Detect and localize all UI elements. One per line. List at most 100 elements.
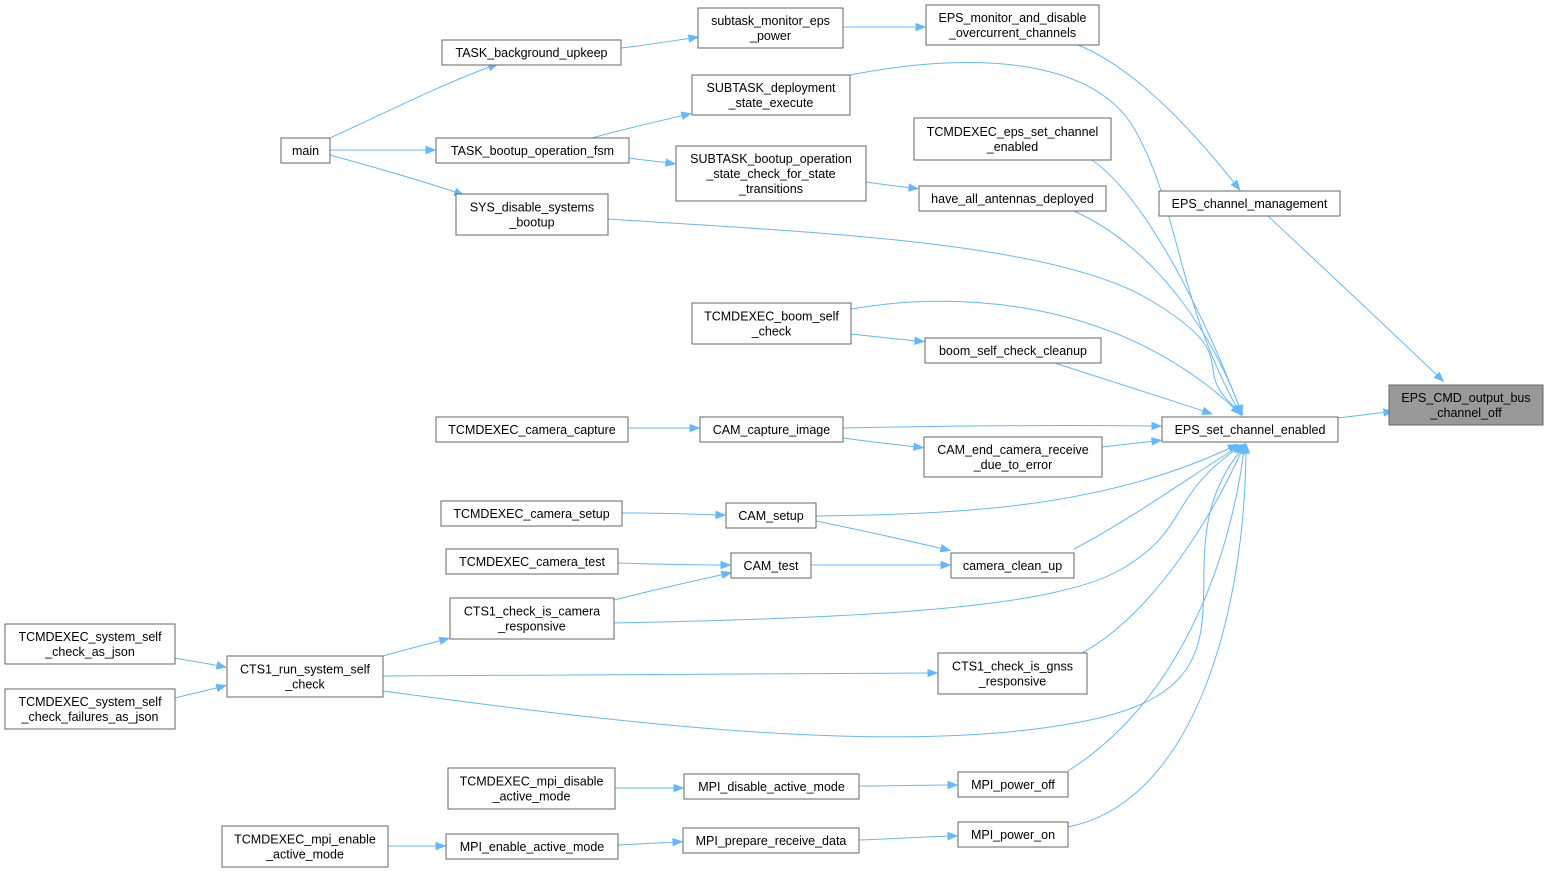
node-label: _overcurrent_channels [948, 26, 1076, 40]
node-label: camera_clean_up [963, 559, 1062, 573]
node-box [440, 500, 623, 527]
node-box [435, 137, 630, 164]
node-box [226, 655, 384, 698]
arrowhead-icon [947, 831, 959, 841]
node-box [913, 117, 1112, 161]
node-label: _check [284, 678, 325, 692]
node-box [691, 74, 851, 116]
node-boom-cleanup[interactable]: boom_self_check_cleanup [924, 337, 1102, 364]
node-box [675, 145, 867, 202]
node-task-bootup[interactable]: TASK_bootup_operation_fsm [435, 137, 630, 164]
node-label: _check_as_json [44, 645, 135, 659]
node-tcm-eps-set[interactable]: TCMDEXEC_eps_set_channel_enabled [913, 117, 1112, 161]
node-root[interactable]: EPS_CMD_output_bus_channel_off [1388, 384, 1544, 426]
node-eps-mgmt[interactable]: EPS_channel_management [1158, 190, 1341, 217]
node-box [1158, 190, 1341, 217]
node-mpi-off[interactable]: MPI_power_off [957, 771, 1069, 798]
arrowhead-icon [1230, 179, 1241, 191]
node-tcm-cam-test[interactable]: TCMDEXEC_camera_test [445, 548, 619, 575]
node-box [725, 502, 817, 529]
node-label: SUBTASK_bootup_operation [690, 152, 852, 166]
edge-task-bootup-to-subtask-bootup [628, 157, 677, 167]
edge-cam-test-to-camera-clean [810, 560, 952, 570]
edge-cts1-run-to-eps-set [382, 443, 1247, 738]
node-have-ant[interactable]: have_all_antennas_deployed [918, 185, 1107, 212]
node-cts1-run[interactable]: CTS1_run_system_self_check [226, 655, 384, 698]
edge-tcm-sys-fail-to-cts1-run [174, 683, 228, 699]
node-subtask-bootup[interactable]: SUBTASK_bootup_operation_state_check_for… [675, 145, 867, 202]
node-sys-disable[interactable]: SYS_disable_systems_bootup [455, 193, 609, 236]
node-label: CTS1_run_system_self [240, 663, 370, 677]
arrowhead-icon [1241, 442, 1251, 454]
node-main[interactable]: main [280, 137, 331, 164]
node-label: EPS_CMD_output_bus [1401, 391, 1530, 405]
node-box [699, 416, 844, 443]
node-camera-clean[interactable]: camera_clean_up [950, 552, 1075, 579]
node-label: CAM_setup [738, 509, 803, 523]
node-label: main [292, 144, 319, 158]
arrowhead-icon [1151, 421, 1163, 431]
node-mpi-en[interactable]: MPI_enable_active_mode [445, 833, 619, 860]
node-box [683, 773, 860, 800]
node-box [449, 597, 615, 640]
node-label: _state_execute [728, 96, 814, 110]
node-box [4, 623, 176, 665]
node-cts1-gnss[interactable]: CTS1_check_is_gnss_responsive [937, 652, 1088, 695]
arrowhead-icon [1230, 404, 1242, 416]
node-box [925, 4, 1100, 46]
node-box [280, 137, 331, 164]
node-tcm-cam-setup[interactable]: TCMDEXEC_camera_setup [440, 500, 623, 527]
arrowhead-icon [680, 111, 693, 120]
arrowhead-icon [1151, 437, 1163, 446]
node-eps-set[interactable]: EPS_set_channel_enabled [1161, 416, 1339, 443]
node-label: _active_mode [492, 790, 571, 804]
node-box [1388, 384, 1544, 426]
edge-tcm-mpi-dis-to-mpi-dis [615, 783, 685, 793]
node-box [447, 767, 616, 810]
edge-mpi-dis-to-mpi-off [858, 780, 959, 790]
node-mpi-prep[interactable]: MPI_prepare_receive_data [682, 827, 860, 854]
node-tcm-sys-json[interactable]: TCMDEXEC_system_self_check_as_json [4, 623, 176, 665]
edge-cts1-gnss-to-eps-set [1081, 443, 1245, 654]
node-label: CAM_end_camera_receive [937, 443, 1089, 457]
node-subtask-deploy[interactable]: SUBTASK_deployment_state_execute [691, 74, 851, 116]
node-tcm-mpi-dis[interactable]: TCMDEXEC_mpi_disable_active_mode [447, 767, 616, 810]
node-tcm-cam-capture[interactable]: TCMDEXEC_camera_capture [435, 416, 629, 443]
node-cam-setup[interactable]: CAM_setup [725, 502, 817, 529]
node-mpi-on[interactable]: MPI_power_on [957, 821, 1069, 848]
node-label: _power [749, 29, 791, 43]
node-box [957, 771, 1069, 798]
arrowhead-icon [215, 683, 228, 692]
node-tcm-mpi-en[interactable]: TCMDEXEC_mpi_enable_active_mode [221, 825, 389, 868]
node-cam-end[interactable]: CAM_end_camera_receive_due_to_error [923, 436, 1103, 478]
node-label: TCMDEXEC_system_self [18, 695, 162, 709]
node-label: _responsive [497, 620, 565, 634]
node-tcm-sys-fail[interactable]: TCMDEXEC_system_self_check_failures_as_j… [4, 688, 176, 730]
node-cam-capture[interactable]: CAM_capture_image [699, 416, 844, 443]
node-task-bg[interactable]: TASK_background_upkeep [441, 39, 622, 66]
edge-tcm-cam-setup-to-cam-setup [621, 510, 727, 520]
arrowhead-icon [1201, 406, 1213, 415]
node-cam-test[interactable]: CAM_test [730, 552, 812, 579]
node-label: _check_failures_as_json [21, 710, 159, 724]
node-label: SYS_disable_systems [470, 201, 594, 215]
node-label: CTS1_check_is_camera [464, 605, 600, 619]
node-label: _active_mode [265, 848, 344, 862]
node-label: MPI_enable_active_mode [460, 840, 605, 854]
nodes-layer: EPS_CMD_output_bus_channel_offEPS_set_ch… [4, 4, 1544, 868]
node-box [924, 337, 1102, 364]
node-label: TCMDEXEC_camera_setup [453, 507, 609, 521]
edge-cam-end-to-eps-set [1101, 437, 1163, 448]
node-eps-monitor[interactable]: EPS_monitor_and_disable_overcurrent_chan… [925, 4, 1100, 46]
arrowhead-icon [908, 183, 920, 192]
node-label: _enabled [986, 140, 1038, 154]
node-label: CTS1_check_is_gnss [952, 660, 1073, 674]
node-box [937, 652, 1088, 695]
node-cts1-camera[interactable]: CTS1_check_is_camera_responsive [449, 597, 615, 640]
arrowhead-icon [1433, 371, 1445, 383]
node-mpi-dis[interactable]: MPI_disable_active_mode [683, 773, 860, 800]
node-tcm-boom[interactable]: TCMDEXEC_boom_self_check [691, 302, 852, 345]
node-subtask-monitor[interactable]: subtask_monitor_eps_power [697, 7, 844, 49]
node-label: TCMDEXEC_camera_capture [448, 423, 615, 437]
edge-tcm-mpi-en-to-mpi-en [388, 841, 447, 851]
